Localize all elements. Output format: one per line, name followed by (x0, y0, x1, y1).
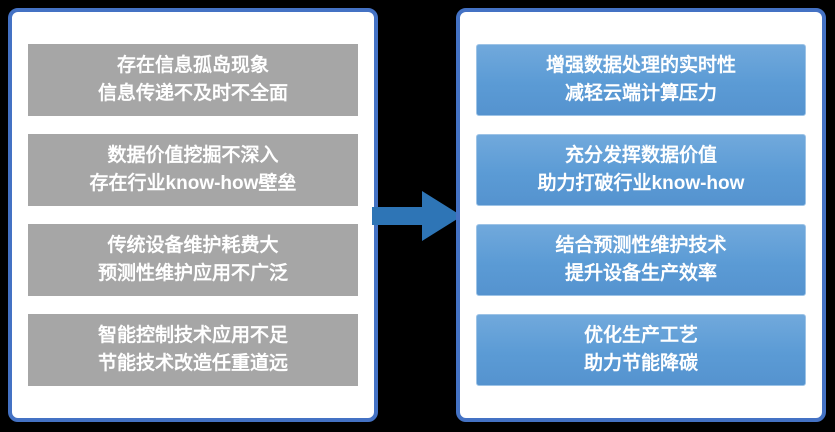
problem-4-line-1: 智能控制技术应用不足 (97, 325, 288, 346)
problem-box-1: 存在信息孤岛现象 信息传递不及时不全面 (28, 44, 358, 116)
solution-3-line-1: 结合预测性维护技术 (555, 235, 727, 256)
problem-2-line-2: 存在行业know-how壁垒 (89, 173, 297, 194)
solution-1-line-1: 增强数据处理的实时性 (545, 55, 736, 76)
solution-box-4: 优化生产工艺 助力节能降碳 (476, 314, 806, 386)
problem-1-line-2: 信息传递不及时不全面 (97, 83, 288, 104)
solution-box-2: 充分发挥数据价值 助力打破行业know-how (476, 134, 806, 206)
right-arrow-icon (372, 186, 462, 246)
problem-box-3: 传统设备维护耗费大 预测性维护应用不广泛 (28, 224, 358, 296)
solution-1-line-2: 减轻云端计算压力 (564, 83, 717, 104)
solution-2-line-2: 助力打破行业know-how (537, 173, 745, 194)
solution-box-3: 结合预测性维护技术 提升设备生产效率 (476, 224, 806, 296)
problem-1-line-1: 存在信息孤岛现象 (116, 55, 269, 76)
problem-4-line-2: 节能技术改造任重道远 (97, 353, 288, 374)
solution-3-line-2: 提升设备生产效率 (564, 263, 717, 284)
solution-box-1: 增强数据处理的实时性 减轻云端计算压力 (476, 44, 806, 116)
problem-box-4: 智能控制技术应用不足 节能技术改造任重道远 (28, 314, 358, 386)
problems-panel: 存在信息孤岛现象 信息传递不及时不全面 数据价值挖掘不深入 存在行业know-h… (8, 8, 378, 422)
solution-2-line-1: 充分发挥数据价值 (564, 145, 717, 166)
solution-4-line-1: 优化生产工艺 (583, 325, 698, 346)
problem-3-line-1: 传统设备维护耗费大 (107, 235, 279, 256)
problem-3-line-2: 预测性维护应用不广泛 (97, 263, 288, 284)
problem-2-line-1: 数据价值挖掘不深入 (107, 145, 279, 166)
problem-box-2: 数据价值挖掘不深入 存在行业know-how壁垒 (28, 134, 358, 206)
solution-4-line-2: 助力节能降碳 (583, 353, 698, 374)
solutions-panel: 增强数据处理的实时性 减轻云端计算压力 充分发挥数据价值 助力打破行业know-… (456, 8, 826, 422)
